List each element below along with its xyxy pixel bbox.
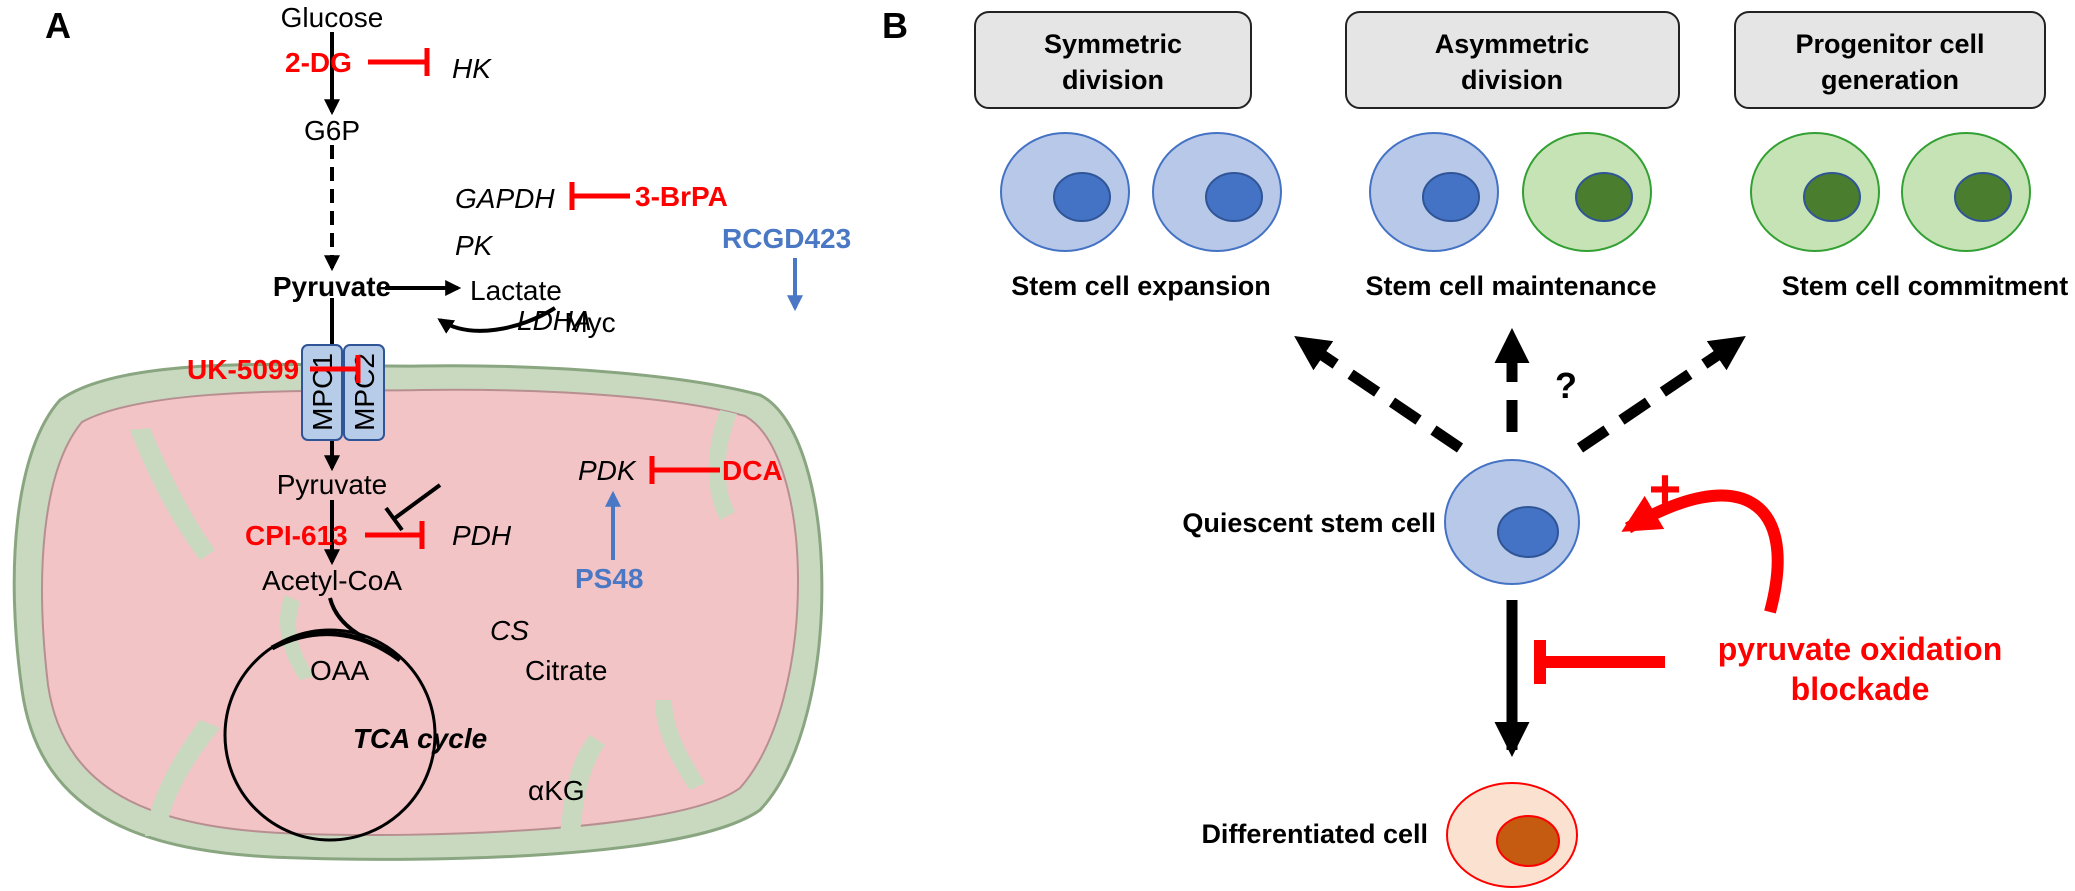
progenitor-generation-line2: generation — [1821, 65, 1959, 95]
progenitor-generation-line1: Progenitor cell — [1795, 29, 1984, 59]
ps48-label: PS48 — [575, 563, 644, 594]
pdk-label: PDK — [578, 455, 637, 486]
progenitor-cell-nucleus — [1803, 172, 1861, 222]
oaa-label: OAA — [310, 655, 369, 686]
hk-label: HK — [452, 53, 492, 84]
plus-sign: + — [1649, 457, 1682, 520]
cpi613-label: CPI-613 — [245, 520, 348, 551]
akg-label: αKG — [528, 775, 585, 806]
pdh-label: PDH — [452, 520, 512, 551]
stem-cell-maintenance-label: Stem cell maintenance — [1365, 271, 1656, 301]
quiescent-stem-cell-label: Quiescent stem cell — [1182, 508, 1436, 538]
lactate-label: Lactate — [470, 275, 562, 306]
to-symmetric-dashed-arrow — [1294, 335, 1464, 453]
asymmetric-division-box — [1345, 11, 1680, 109]
gapdh-label: GAPDH — [455, 183, 555, 214]
citrate-label: Citrate — [525, 655, 607, 686]
blockade-label-line2: blockade — [1791, 671, 1930, 707]
progenitor-cell-nucleus — [1954, 172, 2012, 222]
stem-cell-nucleus — [1205, 172, 1263, 222]
uk5099-label: UK-5099 — [187, 354, 299, 385]
symmetric-division-box — [974, 11, 1252, 109]
cs-label: CS — [490, 615, 529, 646]
to-progenitor-dashed-arrow — [1576, 335, 1746, 453]
pdk-pdh-inhibition — [393, 483, 442, 520]
symmetric-cells — [1000, 132, 1282, 252]
stem-cell-expansion-label: Stem cell expansion — [1011, 271, 1271, 301]
myc-ldha-arrow — [437, 306, 557, 334]
asymmetric-division-line2: division — [1461, 65, 1563, 95]
symmetric-division-line1: Symmetric — [1044, 29, 1182, 59]
3brpa-label: 3-BrPA — [635, 181, 728, 212]
mpc2-label: MPC2 — [349, 353, 380, 431]
panel-a-label: A — [45, 5, 71, 46]
pk-label: PK — [455, 230, 494, 261]
pyruvate-cytosol-label: Pyruvate — [273, 271, 391, 302]
stem-cell-nucleus — [1053, 172, 1111, 222]
panel-b-label: B — [882, 5, 908, 46]
tca-cycle-circle — [223, 628, 437, 842]
stem-cell-commitment-label: Stem cell commitment — [1782, 271, 2069, 301]
glucose-label: Glucose — [281, 2, 384, 33]
pdk-pdh-tbar — [384, 506, 404, 532]
differentiated-cell-label: Differentiated cell — [1201, 819, 1428, 849]
pyruvate-mito-label: Pyruvate — [277, 469, 388, 500]
mpc1-label: MPC1 — [307, 353, 338, 431]
asymmetric-cells — [1369, 132, 1652, 252]
ldha-label: LDHA — [517, 305, 592, 336]
dca-label: DCA — [722, 455, 783, 486]
symmetric-division-line2: division — [1062, 65, 1164, 95]
differentiated-cell-nucleus — [1496, 815, 1560, 867]
blockade-activation-arrow — [1621, 489, 1784, 614]
rcgd423-label: RCGD423 — [722, 223, 851, 254]
2dg-label: 2-DG — [285, 47, 352, 78]
tca-cycle-label: TCA cycle — [353, 723, 487, 754]
stem-cell-nucleus — [1422, 172, 1480, 222]
acetylcoa-label: Acetyl-CoA — [262, 565, 402, 596]
asymmetric-division-line1: Asymmetric — [1435, 29, 1590, 59]
progenitor-cell-nucleus — [1575, 172, 1633, 222]
myc-label: Myc — [564, 307, 615, 338]
cs-arc — [270, 631, 402, 663]
question-mark: ? — [1555, 365, 1577, 406]
mitochondrion — [12, 362, 824, 861]
g6p-label: G6P — [304, 115, 360, 146]
progenitor-cells — [1750, 132, 2031, 252]
quiescent-stem-cell-nucleus — [1497, 506, 1559, 558]
progenitor-generation-box — [1734, 11, 2046, 109]
blockade-label-line1: pyruvate oxidation — [1718, 631, 2003, 667]
